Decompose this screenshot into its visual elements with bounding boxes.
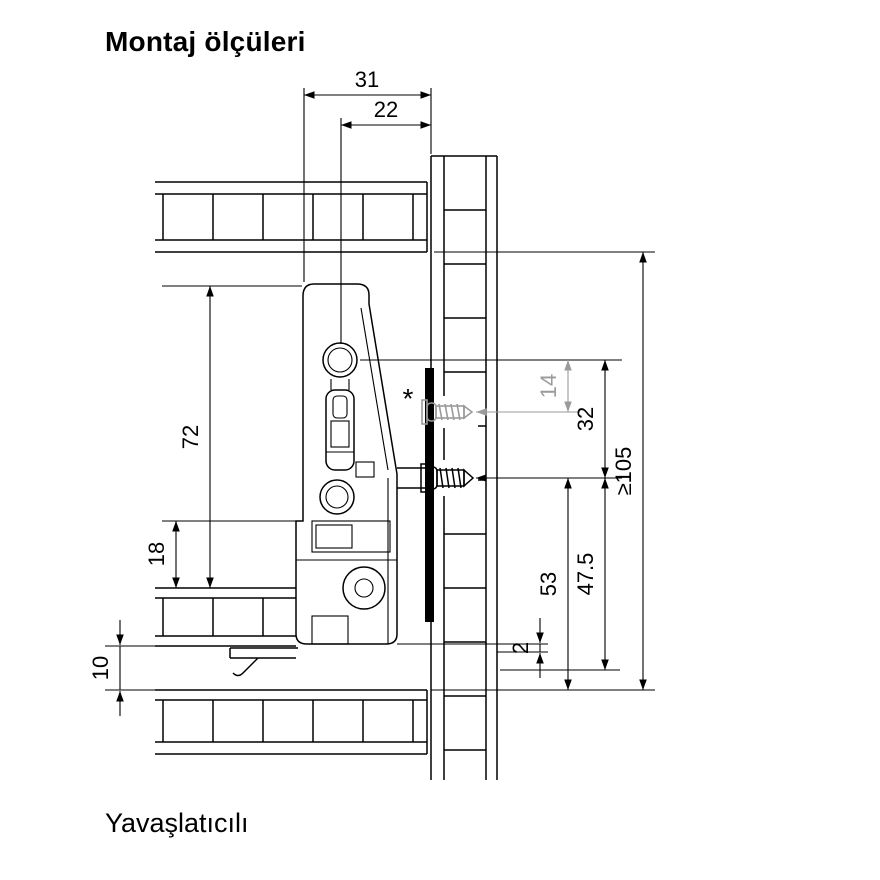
- alternative-screw: [421, 399, 474, 425]
- bracket-hook: [232, 657, 259, 677]
- footnote-asterisk: *: [403, 383, 414, 414]
- dimension-31: 31: [304, 67, 431, 99]
- damper-housing: [311, 520, 391, 553]
- page-title: Montaj ölçüleri: [105, 26, 306, 57]
- drawer-bottom-panel: [155, 587, 296, 647]
- dim-label-10: 10: [88, 656, 113, 680]
- roller: [342, 566, 386, 610]
- dim-label-72: 72: [178, 425, 203, 449]
- dim-label-min-105: ≥105: [611, 447, 636, 496]
- lower-fixing-hole: [319, 479, 355, 515]
- dim-label-47-5: 47.5: [573, 553, 598, 596]
- bracket-arm: [229, 647, 298, 659]
- dimension-47-5: 47.5: [573, 478, 609, 670]
- std-screw-cutout: [434, 460, 478, 496]
- cabinet-bottom-panel: [155, 689, 428, 755]
- dimension-min-105: ≥105: [611, 252, 647, 690]
- reference-lines: [105, 88, 655, 691]
- dim-label-18: 18: [144, 542, 169, 566]
- dim-label-53: 53: [536, 572, 561, 596]
- dimension-10: 10: [88, 620, 124, 716]
- dimension-32: 32: [573, 360, 609, 478]
- dim-label-14: 14: [536, 374, 561, 398]
- dimension-53: 53: [536, 478, 572, 690]
- front-fixing-bracket: [425, 368, 434, 622]
- dim-label-31: 31: [355, 67, 379, 92]
- dimension-2: 2: [508, 618, 544, 678]
- height-adjuster: [325, 389, 355, 471]
- dim-label-2: 2: [508, 642, 533, 654]
- drawer-runner-profile: [229, 283, 398, 677]
- upper-fixing-hole: [322, 342, 358, 378]
- standard-screw: [420, 463, 475, 493]
- dimension-14: 14: [536, 360, 572, 412]
- dimension-72: 72: [178, 286, 214, 588]
- dimension-22: 22: [341, 97, 431, 129]
- cabinet-top-panel: [155, 181, 428, 253]
- dim-label-32: 32: [573, 407, 598, 431]
- dim-label-22: 22: [374, 97, 398, 122]
- dimension-18: 18: [144, 521, 180, 588]
- variant-caption: Yavaşlatıcılı: [105, 808, 249, 838]
